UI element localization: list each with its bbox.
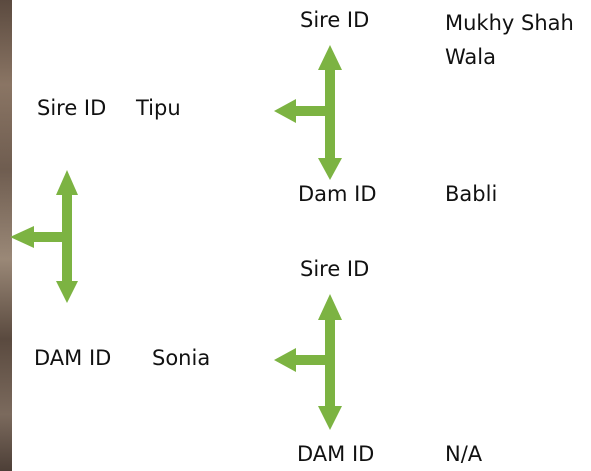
root-connector-arrow [10, 170, 78, 303]
sire-id-label: Sire ID [37, 96, 107, 120]
root-down-arrowhead [56, 281, 78, 303]
root-horizontal-stem [34, 232, 64, 242]
dam-id-value: Sonia [152, 346, 211, 370]
sire-vertical-stem [325, 70, 335, 158]
sire-dam-id-label: Dam ID [298, 182, 377, 206]
root-vertical-stem [62, 195, 72, 281]
sire-id-value: Tipu [136, 96, 181, 120]
sire-sire-id-label: Sire ID [300, 8, 370, 32]
sire-dam-id-value: Babli [445, 182, 498, 206]
dam-vertical-stem [325, 320, 335, 406]
sire-connector-arrow [274, 45, 342, 180]
dam-up-arrowhead [318, 294, 342, 320]
root-left-arrowhead [10, 226, 34, 248]
dam-sire-id-label: Sire ID [300, 257, 370, 281]
sire-up-arrowhead [318, 45, 342, 70]
sire-down-arrowhead [318, 158, 342, 180]
dam-dam-id-value: N/A [445, 442, 483, 466]
dam-left-arrowhead [274, 348, 296, 372]
dam-connector-arrow [274, 294, 342, 430]
root-up-arrowhead [56, 170, 78, 195]
background-photo-strip [0, 0, 12, 471]
sire-horizontal-stem [296, 106, 328, 116]
dam-horizontal-stem [296, 355, 328, 365]
dam-down-arrowhead [318, 406, 342, 430]
sire-left-arrowhead [274, 99, 296, 123]
sire-sire-id-value: Mukhy Shah Wala [445, 11, 574, 69]
dam-id-label: DAM ID [34, 346, 112, 370]
dam-dam-id-label: DAM ID [297, 442, 375, 466]
